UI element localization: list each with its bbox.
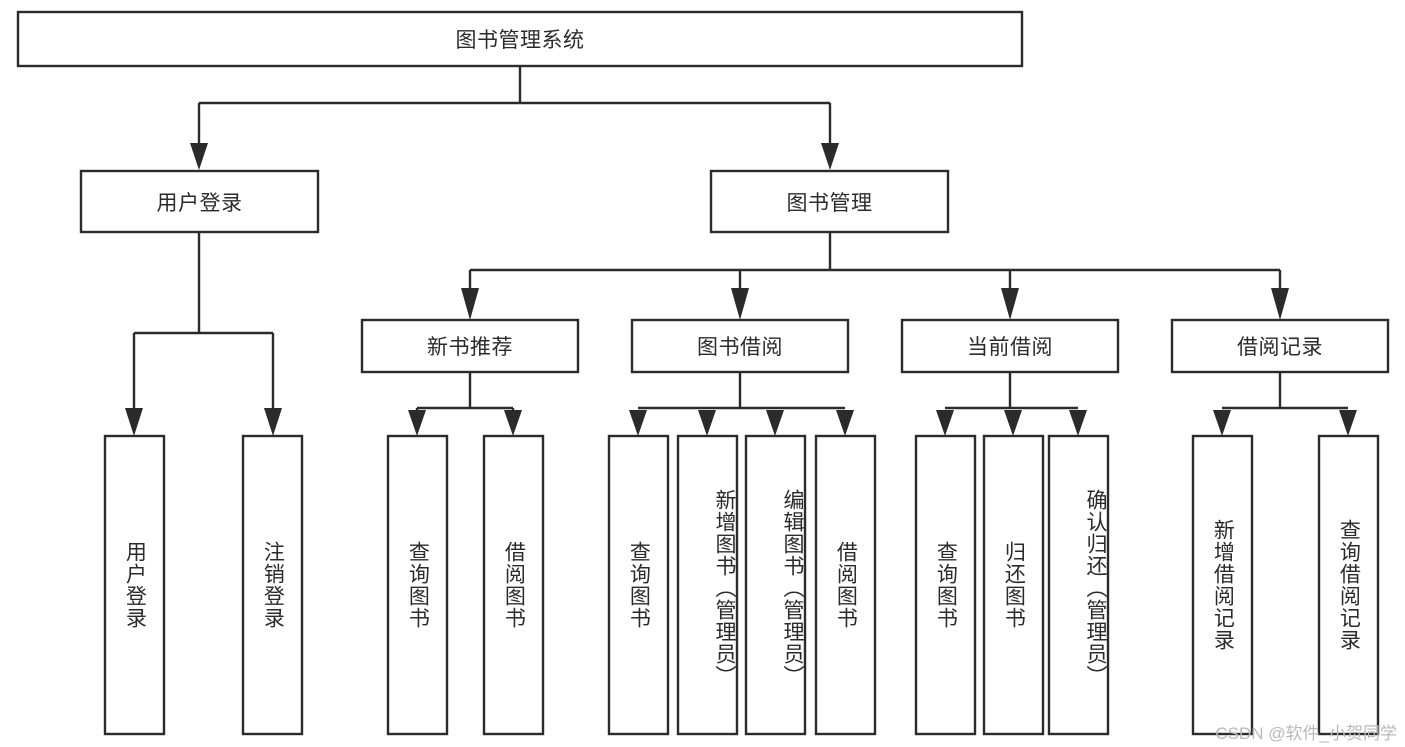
node-box-leaf-record-query[interactable] — [1317, 434, 1380, 736]
label-leaf-user-login: 用户登录 — [123, 541, 147, 629]
arrow-head-book-borrow-leaf-3 — [766, 410, 784, 436]
node-box-leaf-record-add[interactable] — [1191, 434, 1254, 736]
node-box-leaf-current-query[interactable] — [914, 434, 977, 736]
label-book-borrow: 图书借阅 — [697, 336, 783, 359]
arrow-head-current-borrow-leaf-1 — [936, 410, 954, 436]
arrow-head-book-borrow-leaf-1 — [629, 410, 647, 436]
arrow-head-borrow-record-leaf-2 — [1339, 410, 1357, 436]
arrow-head-current-borrow-leaf-3 — [1069, 410, 1087, 436]
label-new-book: 新书推荐 — [427, 336, 513, 359]
arrow-head-new-book-leaf-2 — [504, 410, 522, 436]
label-leaf-current-return: 归还图书 — [1002, 541, 1026, 629]
arrow-head-user-login — [190, 143, 208, 170]
label-user-login: 用户登录 — [156, 191, 243, 215]
arrow-head-book-borrow-leaf-2 — [698, 410, 716, 436]
arrow-head-borrow-record-leaf-1 — [1213, 410, 1231, 436]
label-leaf-borrow-query: 查询图书 — [627, 541, 651, 629]
watermark-text: CSDN @软件_小贺同学 — [1215, 724, 1397, 743]
node-box-book-borrow[interactable] — [630, 318, 850, 374]
arrow-head-book-borrow-leaf-4 — [836, 410, 854, 436]
arrow-head-book-manage — [821, 143, 839, 170]
label-leaf-newbook-borrow: 借阅图书 — [502, 541, 526, 629]
label-leaf-logout: 注销登录 — [261, 541, 285, 629]
node-box-current-borrow[interactable] — [900, 318, 1120, 374]
node-box-leaf-logout[interactable] — [241, 434, 304, 736]
node-box-leaf-newbook-query[interactable] — [386, 434, 449, 736]
node-box-leaf-borrow-edit[interactable] — [744, 434, 807, 736]
label-borrow-record: 借阅记录 — [1237, 336, 1323, 359]
arrow-head-new-book-leaf-1 — [408, 410, 426, 436]
label-leaf-record-query: 查询借阅记录 — [1337, 519, 1361, 651]
arrow-head-borrow-record — [1271, 288, 1289, 320]
arrow-head-new-book — [461, 288, 479, 320]
label-book-manage: 图书管理 — [786, 191, 873, 215]
label-leaf-current-query: 查询图书 — [934, 541, 958, 629]
label-leaf-record-add: 新增借阅记录 — [1211, 519, 1235, 651]
label-leaf-borrow-add: 新增图书（管理员） — [713, 489, 736, 687]
node-box-leaf-borrow-query[interactable] — [607, 434, 670, 736]
label-leaf-borrow-lend: 借阅图书 — [834, 541, 858, 629]
node-box-leaf-borrow-lend[interactable] — [814, 434, 877, 736]
arrow-head-leaf-logout — [264, 408, 282, 436]
node-box-leaf-current-confirm[interactable] — [1047, 434, 1110, 736]
label-current-borrow: 当前借阅 — [967, 336, 1053, 359]
node-box-leaf-user-login[interactable] — [103, 434, 166, 736]
arrow-head-current-borrow-leaf-2 — [1004, 410, 1022, 436]
node-box-root[interactable] — [16, 10, 1024, 68]
node-box-leaf-newbook-borrow[interactable] — [482, 434, 545, 736]
arrow-head-book-borrow — [731, 288, 749, 320]
label-leaf-newbook-query: 查询图书 — [406, 541, 430, 629]
label-leaf-current-confirm: 确认归还（管理员） — [1084, 489, 1107, 687]
node-box-book-manage[interactable] — [709, 169, 950, 234]
node-box-leaf-borrow-add[interactable] — [676, 434, 739, 736]
node-box-leaf-current-return[interactable] — [982, 434, 1045, 736]
arrow-head-current-borrow — [1001, 288, 1019, 320]
label-root: 图书管理系统 — [455, 29, 585, 52]
node-box-user-login[interactable] — [79, 169, 320, 234]
label-leaf-borrow-edit: 编辑图书（管理员） — [781, 489, 804, 687]
arrow-head-leaf-user-login — [125, 408, 143, 436]
node-box-new-book[interactable] — [360, 318, 580, 374]
